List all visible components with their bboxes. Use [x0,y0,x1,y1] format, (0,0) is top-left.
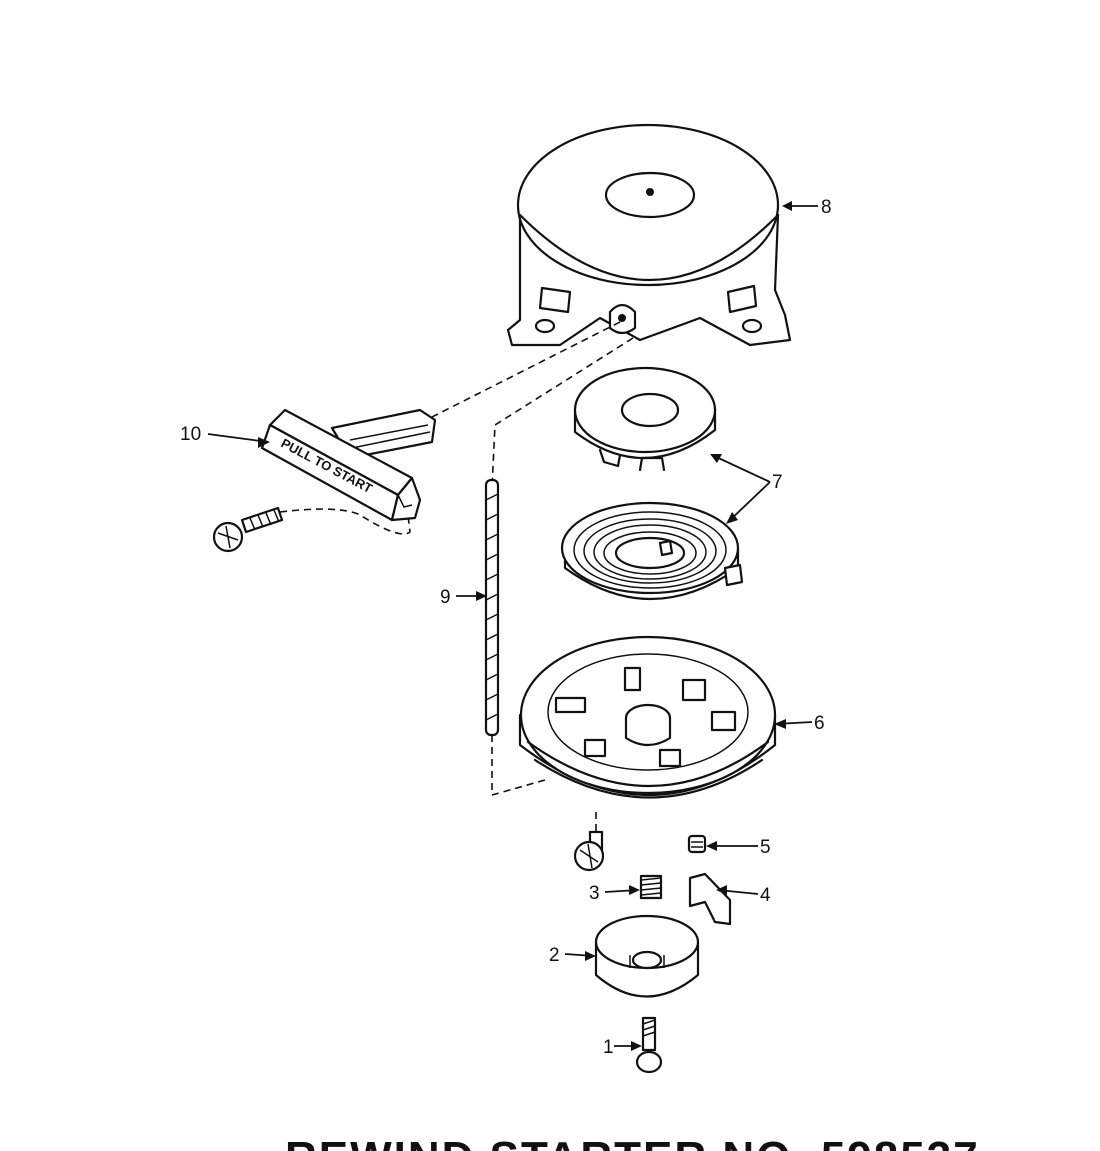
callout-4: 4 [760,885,771,906]
part-10-starter-handle: PULL TO START [260,408,437,522]
part-4-ratchet-pawl [688,872,732,926]
part-2-retainer-cup [594,914,700,998]
part-1-shoulder-bolt [635,1016,663,1074]
callout-labels: 1 2 3 4 5 6 7 8 9 10 [180,197,832,1058]
handle-screw [212,506,284,553]
part-7-spring-retainer [573,366,717,472]
rope-routing-dashed-lines [279,321,634,832]
part-9-starter-rope [484,478,500,737]
part-6-pulley [518,635,777,799]
callout-6: 6 [814,713,825,734]
part-3-compression-spring [639,874,663,900]
diagram-title: REWIND STARTER NO. 598537 [285,1133,980,1151]
callout-9: 9 [440,587,451,608]
pulley-screw [573,830,605,872]
callout-5: 5 [760,837,771,858]
part-5-retainer-nut [687,834,707,854]
callout-2: 2 [549,945,560,966]
callout-10: 10 [180,424,201,445]
callout-arrows [207,201,818,1051]
part-8-starter-housing [506,123,792,347]
callout-7: 7 [772,472,783,493]
part-7-rewind-spring [560,501,744,600]
callout-1: 1 [603,1037,614,1058]
callout-8: 8 [821,197,832,218]
callout-3: 3 [589,883,600,904]
